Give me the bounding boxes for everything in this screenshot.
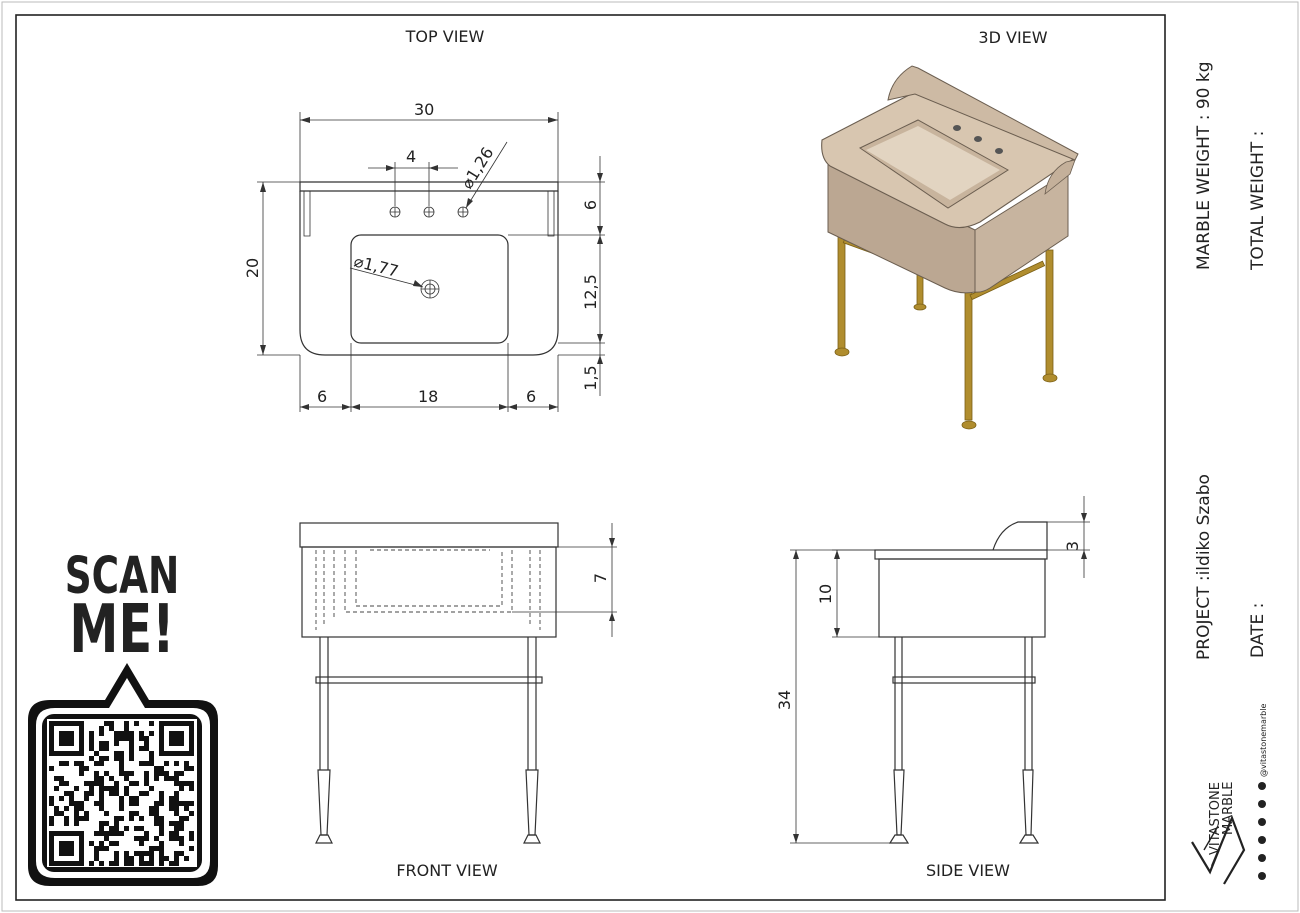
date-field: DATE : xyxy=(1248,603,1268,658)
twitter-icon xyxy=(1258,836,1266,844)
dim-basin-width: 18 xyxy=(418,387,438,406)
total-weight: TOTAL WEIGHT : xyxy=(1248,131,1268,271)
social-icons xyxy=(1258,782,1266,880)
title-block: MARBLE WEIGHT : 90 kg TOTAL WEIGHT : PRO… xyxy=(1191,62,1268,885)
dim-overall-width: 30 xyxy=(414,100,434,119)
brand-name: VITASTONE xyxy=(1208,782,1223,855)
dim-front-offset: 1,5 xyxy=(581,365,600,390)
project-name: PROJECT :ildiko Szabo xyxy=(1194,474,1214,660)
dim-splash-height: 3 xyxy=(1063,541,1082,551)
dim-basin-depth: 12,5 xyxy=(581,274,600,310)
brand-logo xyxy=(1191,815,1246,885)
linkedin-icon xyxy=(1258,782,1266,790)
marble-weight: MARBLE WEIGHT : 90 kg xyxy=(1194,62,1214,271)
dim-right-margin: 6 xyxy=(526,387,536,406)
brand-subname: MARBLE xyxy=(1221,781,1236,835)
tiktok-icon xyxy=(1258,800,1266,808)
iso-view-title: 3D VIEW xyxy=(978,28,1047,47)
front-view-title: FRONT VIEW xyxy=(396,861,498,880)
drawing-frame xyxy=(15,14,1166,901)
side-view: 10 34 3 xyxy=(775,496,1090,844)
social-handle: @vitastonemarble xyxy=(1259,704,1268,777)
scan-me-badge: SCAN ME! xyxy=(28,548,218,886)
dim-drain-hole: ⌀1,77 xyxy=(352,251,401,280)
me-text: ME! xyxy=(69,591,174,668)
top-view: 30 4 ⌀1,26 ⌀1,77 20 6 12,5 1,5 6 18 6 xyxy=(243,100,605,412)
scan-text: SCAN xyxy=(65,548,180,606)
instagram-icon xyxy=(1258,854,1266,862)
pinterest-icon xyxy=(1258,818,1266,826)
dim-left-margin: 6 xyxy=(317,387,327,406)
dim-back-offset: 6 xyxy=(581,200,600,210)
qr-code xyxy=(49,721,194,866)
dim-overall-height: 34 xyxy=(775,690,794,710)
dim-basin-height: 7 xyxy=(591,573,610,583)
facebook-icon xyxy=(1258,872,1266,880)
dim-depth: 20 xyxy=(243,258,262,278)
front-view: 7 xyxy=(299,522,617,844)
tap-holes xyxy=(389,206,469,218)
dim-apron-height: 10 xyxy=(816,584,835,604)
top-view-title: TOP VIEW xyxy=(405,27,485,46)
dim-tap-spacing: 4 xyxy=(406,147,416,166)
iso-view xyxy=(821,65,1079,430)
side-view-title: SIDE VIEW xyxy=(926,861,1010,880)
